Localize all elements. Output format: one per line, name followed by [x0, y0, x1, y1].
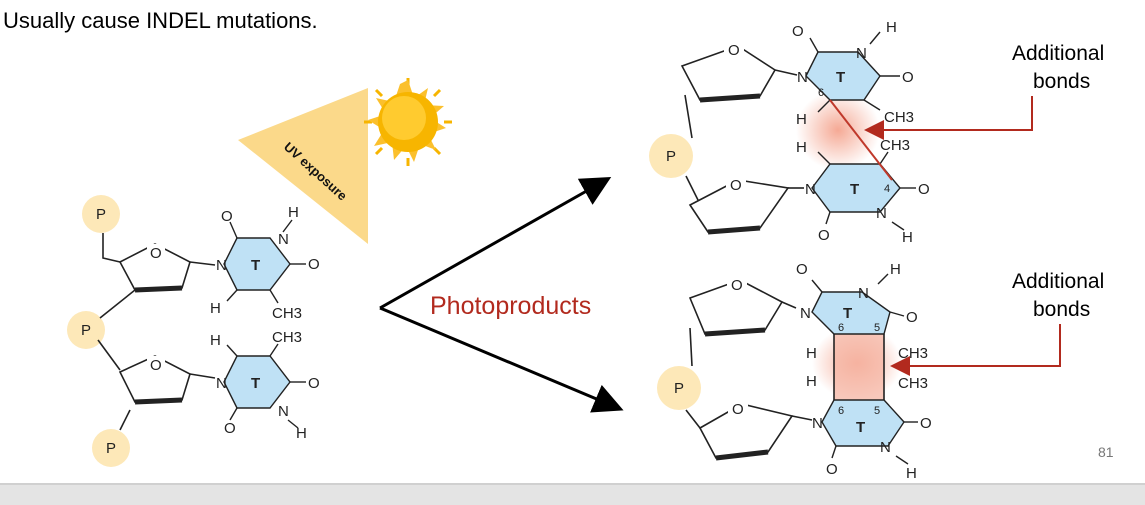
svg-text:N: N: [858, 285, 869, 302]
svg-text:4: 4: [884, 183, 890, 195]
svg-text:O: O: [732, 401, 744, 418]
photoproduct-cpd: P O N N T 6 5 O H O H CH3 O N N: [657, 261, 932, 482]
svg-text:N: N: [812, 415, 823, 432]
uv-exposure: UV exposure: [238, 88, 368, 244]
svg-text:O: O: [308, 375, 320, 392]
svg-text:O: O: [731, 277, 743, 294]
svg-text:N: N: [856, 45, 867, 62]
callout-label: bonds: [1033, 70, 1090, 93]
svg-text:CH3: CH3: [898, 345, 928, 362]
svg-text:H: H: [210, 332, 221, 349]
callout-bottom: Additional bonds: [890, 270, 1104, 376]
svg-text:T: T: [251, 257, 260, 274]
svg-text:N: N: [876, 205, 887, 222]
svg-text:H: H: [890, 261, 901, 278]
svg-text:CH3: CH3: [880, 137, 910, 154]
svg-text:H: H: [796, 139, 807, 156]
callout-top: Additional bonds: [864, 42, 1104, 140]
svg-text:H: H: [806, 373, 817, 390]
svg-text:O: O: [920, 415, 932, 432]
phosphate-label: P: [81, 322, 91, 339]
svg-text:H: H: [796, 111, 807, 128]
page-number: 81: [1098, 444, 1114, 460]
svg-text:6: 6: [818, 87, 824, 99]
callout-label: Additional: [1012, 42, 1104, 65]
phosphate-right-top: [649, 134, 693, 178]
svg-text:N: N: [216, 375, 227, 392]
svg-text:H: H: [902, 229, 913, 246]
footer-bar: [0, 485, 1145, 505]
svg-text:CH3: CH3: [898, 375, 928, 392]
svg-text:CH3: CH3: [884, 109, 914, 126]
svg-text:N: N: [278, 231, 289, 248]
svg-text:CH3: CH3: [272, 329, 302, 346]
callout-label: bonds: [1033, 298, 1090, 321]
reaction-arrows: [379, 177, 624, 413]
svg-text:T: T: [843, 305, 852, 322]
svg-text:5: 5: [874, 405, 880, 417]
svg-text:H: H: [886, 19, 897, 36]
left-dinucleotide: P P P O N N T O H O CH3 H O: [67, 195, 320, 467]
svg-text:T: T: [856, 419, 865, 436]
svg-text:O: O: [221, 208, 233, 225]
svg-text:O: O: [150, 357, 162, 374]
svg-text:O: O: [792, 23, 804, 40]
svg-text:O: O: [818, 227, 830, 244]
svg-text:T: T: [850, 181, 859, 198]
svg-text:CH3: CH3: [272, 305, 302, 322]
svg-text:T: T: [251, 375, 260, 392]
slide-heading: Usually cause INDEL mutations.: [3, 8, 318, 33]
svg-text:P: P: [674, 380, 684, 397]
svg-text:O: O: [826, 461, 838, 478]
svg-text:N: N: [278, 403, 289, 420]
svg-text:N: N: [880, 439, 891, 456]
svg-text:H: H: [296, 425, 307, 442]
svg-text:O: O: [728, 42, 740, 59]
svg-text:N: N: [216, 257, 227, 274]
svg-text:6: 6: [838, 322, 844, 334]
svg-text:T: T: [836, 69, 845, 86]
svg-text:P: P: [666, 148, 676, 165]
svg-text:N: N: [797, 69, 808, 86]
svg-text:O: O: [308, 256, 320, 273]
svg-text:O: O: [906, 309, 918, 326]
svg-text:H: H: [288, 204, 299, 221]
callout-label: Additional: [1012, 270, 1104, 293]
phosphate-right-bottom: [657, 366, 701, 410]
svg-text:O: O: [918, 181, 930, 198]
svg-text:6: 6: [838, 405, 844, 417]
phosphate-top: [82, 195, 120, 233]
footer-divider: [0, 483, 1145, 485]
svg-text:H: H: [906, 465, 917, 482]
svg-text:O: O: [730, 177, 742, 194]
svg-text:5: 5: [874, 322, 880, 334]
phosphate-bottom: [92, 429, 130, 467]
phosphate-middle: [67, 311, 105, 349]
svg-text:O: O: [796, 261, 808, 278]
svg-text:H: H: [806, 345, 817, 362]
svg-text:O: O: [150, 245, 162, 262]
svg-text:H: H: [210, 300, 221, 317]
photoproduct-64: P O N N T 6 O H O CH3 H O N N T 4: [649, 19, 930, 246]
photoproducts-label: Photoproducts: [430, 292, 591, 320]
phosphate-label: P: [96, 206, 106, 223]
sun-icon: [364, 78, 452, 166]
svg-text:O: O: [902, 69, 914, 86]
svg-text:N: N: [800, 305, 811, 322]
phosphate-label: P: [106, 440, 116, 457]
svg-text:N: N: [805, 181, 816, 198]
svg-text:O: O: [224, 420, 236, 437]
